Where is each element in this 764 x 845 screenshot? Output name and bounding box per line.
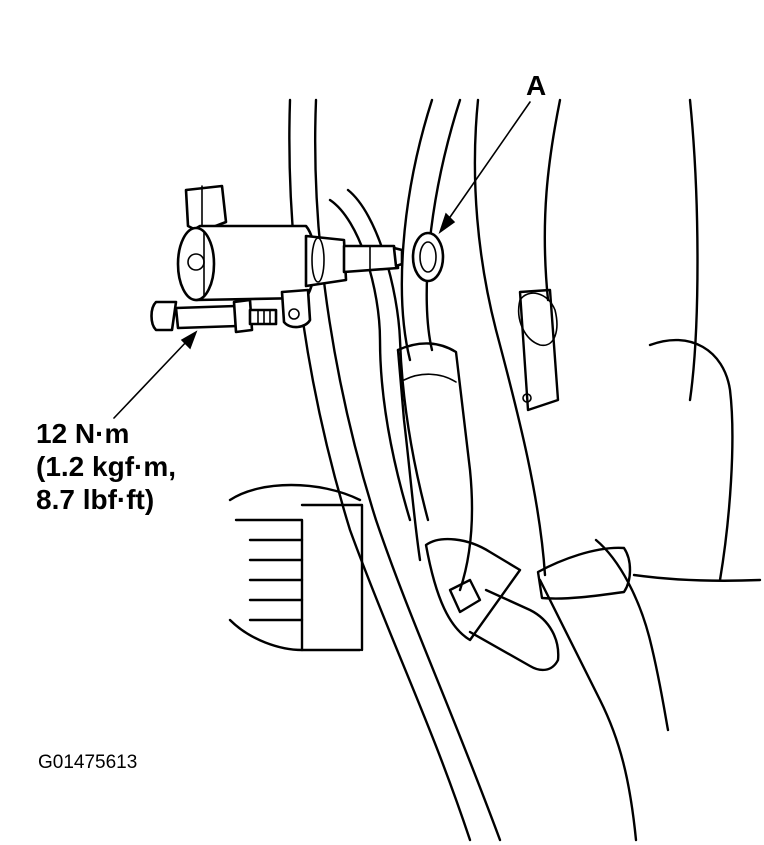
figure-id: G01475613 [38, 752, 138, 773]
torque-spec-kgfm: (1.2 kgf·m, [36, 451, 177, 482]
mounting-bolt [150, 298, 278, 334]
coolant-hose [288, 98, 502, 842]
torque-spec-lbfft: 8.7 lbf·ft) [36, 484, 155, 515]
lower-pipe [536, 538, 670, 842]
torque-spec: 12 N·m (1.2 kgf·m, 8.7 lbf·ft) [36, 417, 176, 516]
torque-spec-nm: 12 N·m [36, 418, 130, 449]
solenoid-valve [176, 184, 404, 329]
mounting-bracket [396, 342, 560, 672]
part-a-label: A [526, 70, 547, 101]
engine-body-panel [473, 98, 762, 582]
leader-arrow-a [438, 101, 531, 234]
leader-arrow-torque [113, 330, 198, 419]
pulley-assembly [228, 483, 364, 652]
o-ring [411, 231, 445, 283]
